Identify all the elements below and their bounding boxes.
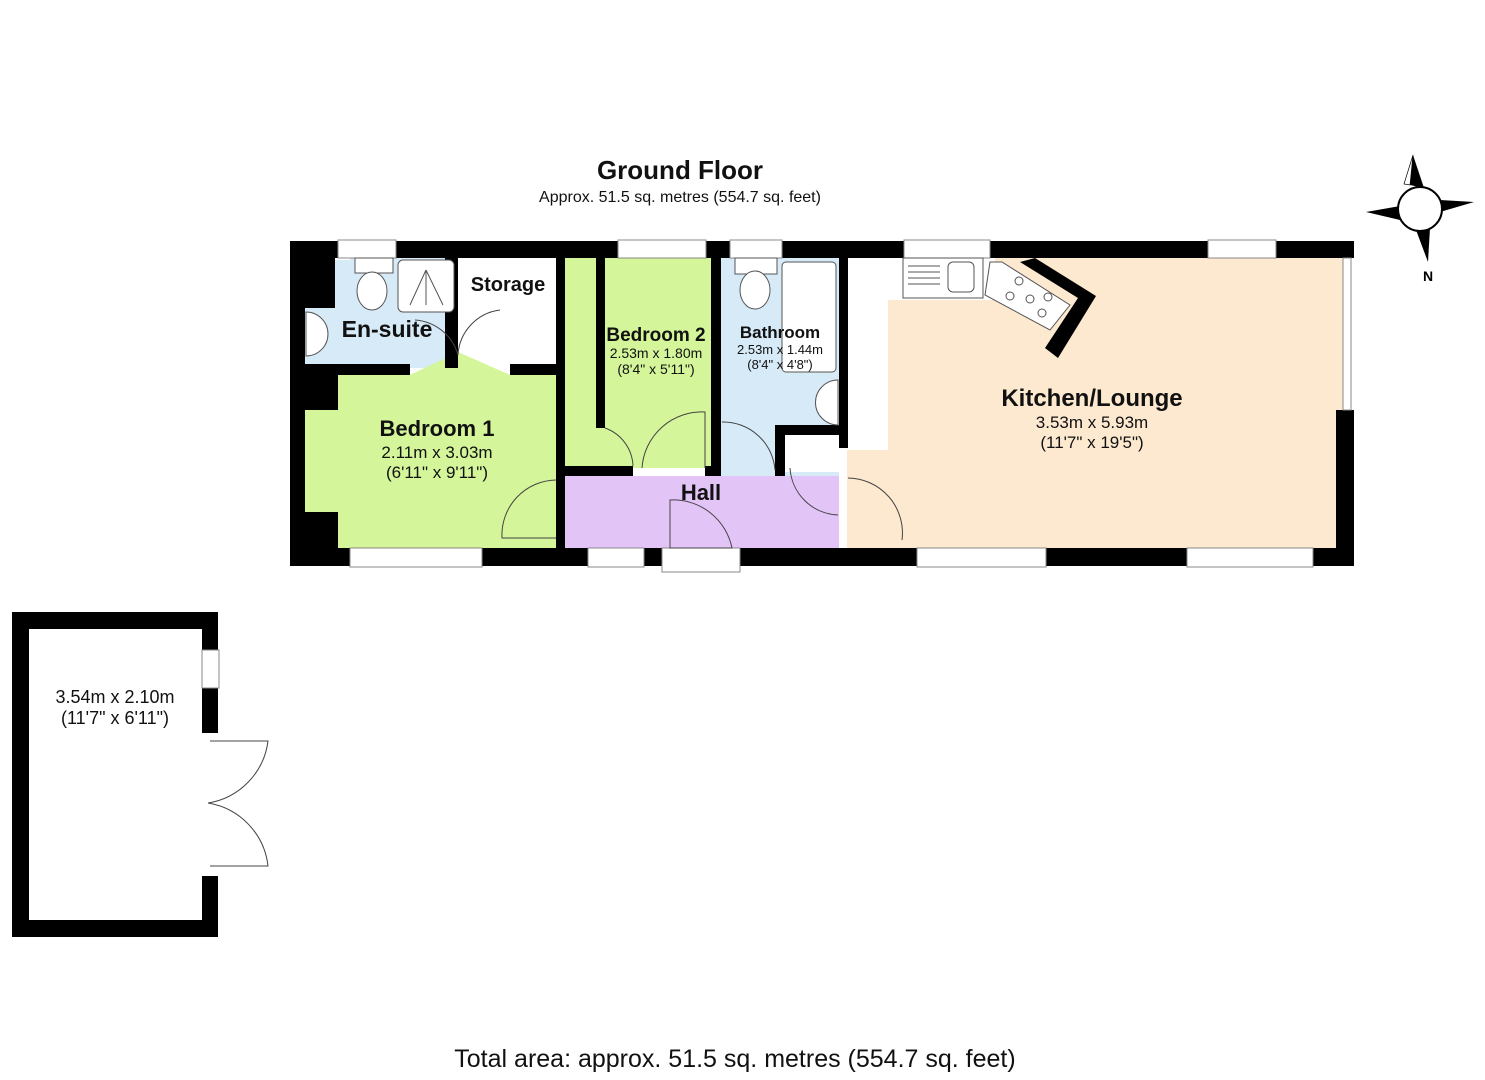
floor-title: Ground Floor [596,155,764,185]
floor-area-subtitle: Approx. 51.5 sq. metres (554.7 sq. feet) [539,189,821,206]
bath-icon [781,261,837,373]
dim-bathroom-m: 2.53m x 1.44m [737,342,823,357]
label-storage: Storage [471,274,545,296]
dim-bedroom-1-ft: (6'11" x 9'11") [386,463,488,482]
windows [337,239,1352,573]
room-fills [305,258,1345,548]
label-ensuite: En-suite [342,316,433,342]
room-hall [565,476,839,548]
fixtures [305,257,1071,426]
dim-bedroom-1-m: 2.11m x 3.03m [381,443,492,462]
room-storage [458,258,556,368]
toilet-icon [354,257,394,274]
room-labels: En-suite Storage Bedroom 1 2.11m x 3.03m… [342,274,1183,505]
room-bedroom-1 [305,352,556,548]
room-bedroom-2 [565,258,711,468]
dim-bedroom-2-m: 2.53m x 1.80m [610,345,703,361]
dim-kitchen-ft: (11'7" x 19'5") [1040,433,1143,452]
doors [414,309,903,549]
dim-bedroom-2-ft: (8'4" x 5'11") [617,361,694,377]
basin-icon [305,311,329,357]
outbuilding: 3.54m x 2.10m (11'7" x 6'11") [12,612,269,937]
room-kitchen-lounge [847,258,1345,548]
label-bedroom-1: Bedroom 1 [380,416,495,441]
dim-kitchen-m: 3.53m x 5.93m [1036,413,1148,432]
total-area: Total area: approx. 51.5 sq. metres (554… [454,1045,1016,1073]
dim-outbuilding-m: 3.54m x 2.10m [55,687,174,707]
walls [290,241,1354,566]
label-bathroom: Bathroom [740,323,820,342]
compass-rose-icon: N [1366,154,1474,284]
label-hall: Hall [681,480,721,505]
label-kitchen-lounge: Kitchen/Lounge [1001,385,1182,412]
dim-bathroom-ft: (8'4" x 4'8") [747,357,813,372]
dim-outbuilding-ft: (11'7" x 6'11") [61,708,169,728]
compass-north-label: N [1423,268,1433,284]
label-bedroom-2: Bedroom 2 [606,325,705,346]
